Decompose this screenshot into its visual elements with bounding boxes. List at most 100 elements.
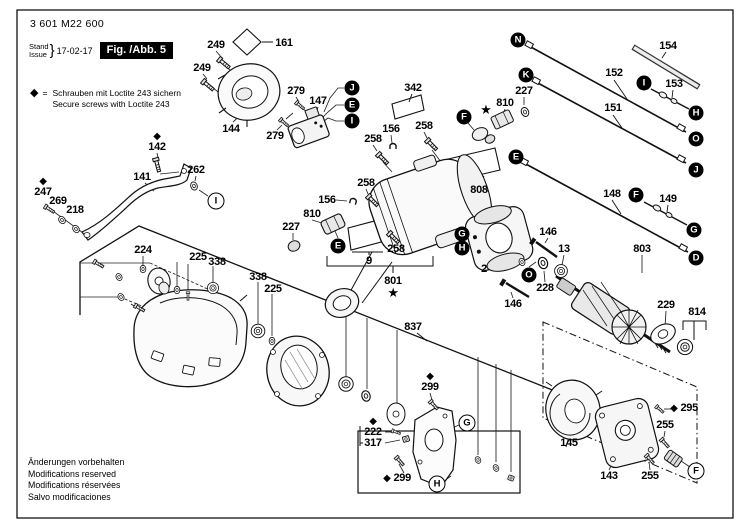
connector-marker-G-outline: G — [458, 414, 476, 432]
screw-146a — [529, 237, 558, 258]
equals-sign: = — [42, 88, 48, 98]
part-label-269: 269 — [49, 195, 67, 207]
footer-line-1: Modifications reserved — [28, 468, 117, 479]
part-label-152: 152 — [605, 67, 623, 79]
connector-marker-N-filled: N — [510, 32, 526, 48]
figure-label: Fig. /Abb. 5 — [99, 42, 173, 59]
part-label-143: 143 — [600, 470, 618, 482]
part-label-227: 227 — [515, 85, 533, 97]
stator-2 — [464, 205, 534, 272]
part-label-148: 148 — [603, 188, 621, 200]
part-label-279: 279 — [266, 130, 284, 142]
part-label-149: 149 — [659, 193, 677, 205]
flange-disc — [147, 267, 171, 295]
part-label-156: 156 — [382, 123, 400, 135]
part-label-228: 228 — [536, 282, 554, 294]
part-label-249: 249 — [193, 62, 211, 74]
group-boxes — [79, 28, 707, 494]
flange-229 — [650, 323, 694, 356]
motor-housing — [368, 154, 493, 256]
baffle-145 — [545, 379, 603, 448]
part-label-9: 9 — [366, 255, 372, 267]
connector-marker-I-filled: I — [636, 75, 652, 91]
brace: } — [49, 42, 55, 59]
connector-marker-G-filled: G — [454, 226, 470, 242]
part-label-249: 249 — [207, 39, 225, 51]
connector-marker-K-filled: K — [518, 67, 534, 83]
connector-marker-F-filled: F — [628, 187, 644, 203]
connector-marker-I-filled: I — [344, 113, 360, 129]
part-label-227: 227 — [282, 221, 300, 233]
connector-marker-I-outline: I — [207, 192, 225, 210]
loctite-legend: ◆ = Schrauben mit Loctite 243 sichern Se… — [30, 88, 181, 110]
connector-marker-E-filled: E — [344, 97, 360, 113]
part-label-295: ◆295 — [670, 402, 698, 414]
part-label-837: 837 — [404, 321, 422, 333]
connector-marker-O-filled: O — [521, 267, 537, 283]
part-label-810: 810 — [496, 97, 514, 109]
part-label-810: 810 — [303, 208, 321, 220]
part-label-151: 151 — [604, 102, 622, 114]
switch-147 — [287, 106, 330, 149]
part-label-142: 142◆ — [148, 131, 166, 153]
group-cables — [519, 40, 701, 253]
brush-holder — [663, 449, 683, 468]
connector-marker-J-filled: J — [688, 162, 704, 178]
housing-collar — [324, 251, 393, 318]
legend-line-en: Secure screws with Loctite 243 — [52, 99, 170, 109]
part-label-247: 247◆ — [34, 176, 52, 198]
loctite-diamond-icon: ◆ — [369, 416, 377, 427]
part-label-299: ◆299 — [383, 472, 411, 484]
part-label-338: 338 — [249, 271, 267, 283]
loctite-diamond-icon: ◆ — [426, 371, 434, 382]
loctite-diamond-icon: ◆ — [153, 131, 161, 142]
legend-line-de: Schrauben mit Loctite 243 sichern — [52, 88, 181, 98]
diamond-icon: ◆ — [30, 87, 39, 99]
lever-arm-141 — [81, 163, 192, 241]
part-label-146: 146 — [504, 298, 522, 310]
type-number: 3 601 M22 600 — [30, 18, 104, 30]
part-label-161: 161 — [275, 37, 293, 49]
part-label-801: 801★ — [384, 275, 402, 300]
page-frame — [16, 9, 734, 519]
loctite-diamond-icon: ◆ — [670, 403, 678, 414]
connector-marker-J-filled: J — [344, 80, 360, 96]
connector-marker-H-filled: H — [688, 105, 704, 121]
part-label-229: 229 — [657, 299, 675, 311]
part-label-814: 814 — [688, 306, 706, 318]
connector-marker-G-filled: G — [686, 222, 702, 238]
connector-marker-H-outline: H — [428, 475, 446, 493]
screw-146b — [499, 278, 530, 299]
part-label-153: 153 — [665, 78, 683, 90]
loctite-diamond-icon: ◆ — [39, 176, 47, 187]
end-plate-143 — [594, 397, 660, 469]
part-label-222: 222◆ — [364, 416, 382, 438]
connector-marker-D-filled: D — [688, 250, 704, 266]
part-label-255: 255 — [656, 419, 674, 431]
part-label-803: 803 — [633, 243, 651, 255]
connector-marker-F-outline: F — [687, 462, 705, 480]
footer-line-0: Änderungen vorbehalten — [28, 457, 125, 467]
part-label-147: 147 — [309, 95, 327, 107]
part-label-279: 279 — [287, 85, 305, 97]
mount-bracket-plate — [412, 406, 457, 488]
part-label-262: 262 — [187, 164, 205, 176]
part-label-225: 225 — [264, 283, 282, 295]
part-label-258: 258 — [387, 243, 405, 255]
part-label-13: 13 — [558, 243, 570, 255]
part-label-2: 2 — [481, 263, 487, 275]
connector-marker-H-filled: H — [454, 240, 470, 256]
star-icon: ★ — [480, 102, 492, 117]
part-label-141: 141 — [133, 171, 151, 183]
part-label-224: 224 — [134, 244, 152, 256]
part-label-258: 258 — [357, 177, 375, 189]
part-label-145: 145 — [560, 437, 578, 449]
part-label-144: 144 — [222, 123, 240, 135]
part-label-338: 338 — [208, 256, 226, 268]
footer-line-2: Modifications réservées — [28, 480, 121, 490]
part-label-258: 258 — [415, 120, 433, 132]
loctite-diamond-icon: ◆ — [383, 473, 391, 484]
connector-marker-E-filled: E — [508, 149, 524, 165]
connector-marker-E-filled: E — [330, 238, 346, 254]
